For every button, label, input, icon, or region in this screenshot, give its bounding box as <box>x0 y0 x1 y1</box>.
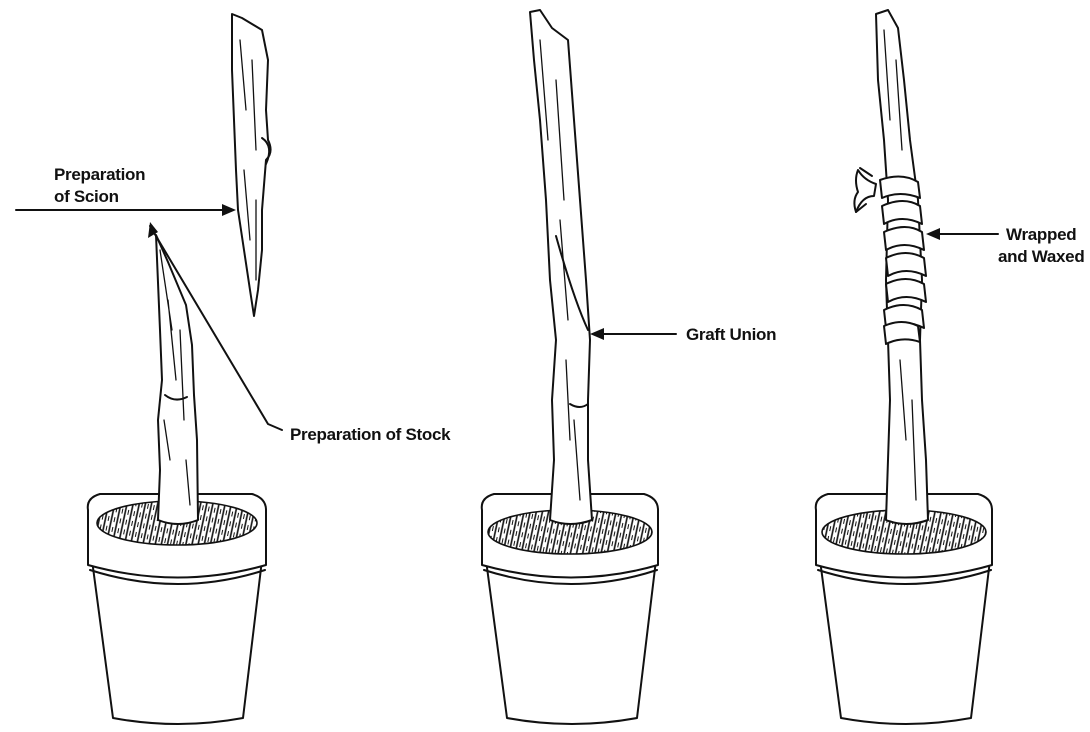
panel-graft-union: Graft Union <box>482 10 776 724</box>
label-preparation-of-scion-line2: of Scion <box>54 187 119 206</box>
pot-2 <box>482 494 658 724</box>
panel-wrapped: Wrapped and Waxed <box>816 10 1085 724</box>
pot-3 <box>816 494 992 724</box>
wrapped-pointer-arrowhead <box>926 228 940 240</box>
graft-union-pointer-arrowhead <box>590 328 604 340</box>
label-wrapped-line1: Wrapped <box>1006 225 1076 244</box>
scion-piece <box>232 14 271 316</box>
label-graft-union: Graft Union <box>686 325 776 344</box>
grafted-stem <box>530 10 592 524</box>
grafting-tape-wrap <box>854 168 926 344</box>
panel-preparation: Preparation of Scion Preparation of Stoc… <box>16 14 451 724</box>
label-preparation-of-scion-line1: Preparation <box>54 165 145 184</box>
label-wrapped-line2: and Waxed <box>998 247 1084 266</box>
label-preparation-of-stock: Preparation of Stock <box>290 425 451 444</box>
pot-1 <box>88 494 266 724</box>
scion-pointer-arrowhead <box>222 204 236 216</box>
stock-stem <box>156 235 198 524</box>
